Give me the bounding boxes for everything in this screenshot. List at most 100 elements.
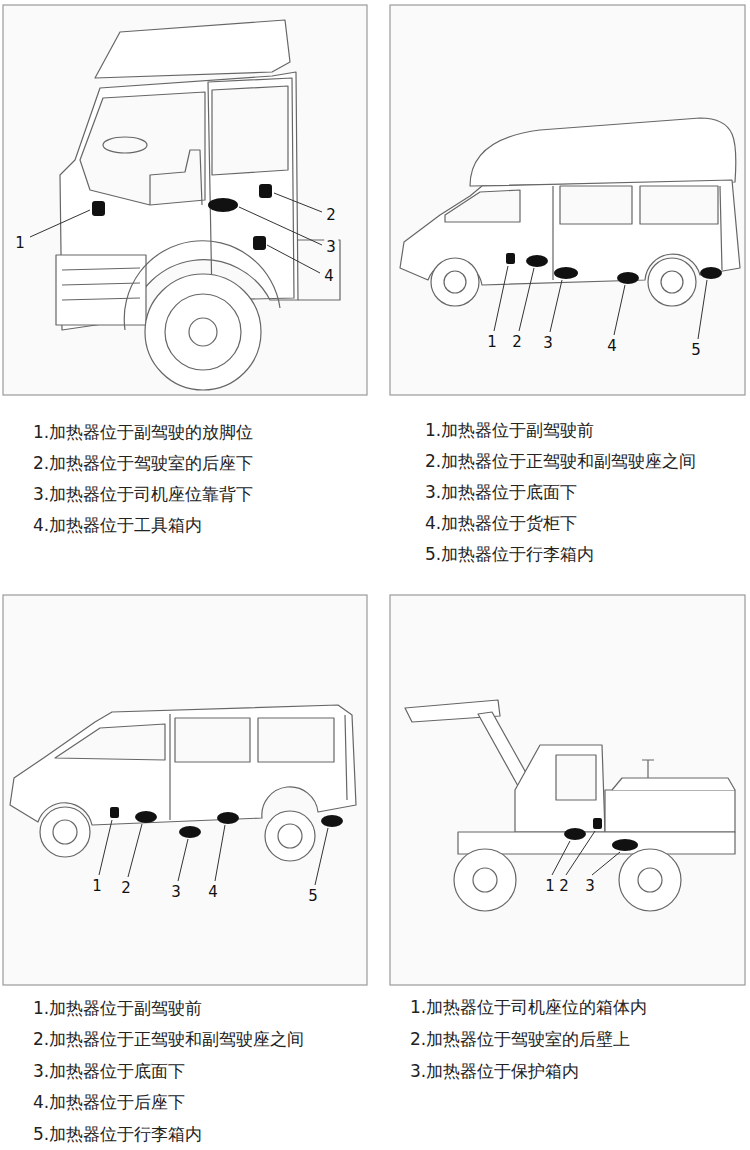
heater-marker [92, 201, 105, 216]
callout-number: 1 [543, 877, 557, 895]
chassis [458, 832, 735, 854]
callout-number: 1 [485, 333, 499, 351]
heater-markers [564, 818, 638, 851]
engine-box [605, 790, 735, 832]
legend-line: 1.加热器位于副驾驶的放脚位 [33, 422, 253, 442]
hub [444, 271, 466, 293]
boom-arm [478, 712, 530, 786]
leader-lines [30, 193, 707, 885]
leader-line [552, 841, 570, 875]
legend-line: 4.加热器位于工具箱内 [33, 515, 202, 535]
front-window [445, 190, 520, 222]
side-window [640, 186, 718, 224]
leader-line [178, 839, 188, 881]
leader-line [267, 245, 320, 273]
heater-marker [554, 267, 578, 279]
heater-marker [217, 812, 239, 824]
legend-line: 2.加热器位于驾驶室的后壁上 [410, 1029, 630, 1049]
legend-line: 1.加热器位于司机座位的箱体内 [410, 997, 647, 1017]
cab [515, 745, 605, 832]
callout-number: 1 [13, 234, 27, 252]
heater-marker [259, 184, 272, 198]
leader-line [566, 831, 595, 875]
roof-fairing [95, 20, 290, 78]
wheel [40, 807, 90, 857]
side-window [560, 186, 632, 224]
wheel [648, 258, 696, 306]
callout-number: 3 [169, 883, 183, 901]
steering-wheel [103, 137, 147, 153]
leader-line [494, 266, 508, 331]
legend-line: 3.加热器位于底面下 [425, 482, 577, 502]
leader-line [315, 828, 328, 885]
wheel [145, 274, 261, 390]
panel-frames [3, 5, 745, 985]
callout-number: 4 [322, 267, 336, 285]
front-window [55, 724, 165, 760]
heater-marker [612, 839, 638, 851]
heater-markers [92, 184, 272, 250]
leader-line [30, 210, 90, 237]
leader-line [99, 820, 112, 875]
heater-markers [506, 253, 722, 284]
legend-line: 2.加热器位于正驾驶和副驾驶座之间 [33, 1029, 304, 1049]
callout-number: 4 [206, 883, 220, 901]
panel-frame [390, 595, 745, 985]
callout-number: 3 [583, 877, 597, 895]
leader-line [614, 285, 625, 335]
legend-line: 3.加热器位于保护箱内 [410, 1061, 579, 1081]
hub [189, 318, 217, 346]
leader-line [698, 280, 707, 339]
panel-frame [3, 5, 367, 395]
heater-marker [617, 272, 639, 284]
callout-number: 3 [324, 238, 338, 256]
bumper [56, 255, 146, 325]
camper-van-drawing [400, 118, 740, 306]
heater-marker [564, 828, 586, 840]
heater-marker [526, 255, 548, 267]
wheel [431, 258, 479, 306]
callout-number: 1 [90, 877, 104, 895]
heater-marker [135, 811, 157, 823]
hub [661, 271, 683, 293]
panel-frame [390, 5, 745, 395]
door [208, 78, 294, 300]
hood [612, 778, 735, 790]
callout-number: 5 [306, 887, 320, 905]
rim [165, 294, 241, 370]
heater-markers [110, 807, 343, 838]
heater-marker [208, 198, 238, 212]
leader-line [128, 824, 142, 877]
wheel [619, 849, 681, 911]
wheel [454, 849, 516, 911]
high-roof [470, 118, 736, 186]
hub [278, 824, 302, 848]
door-line [170, 714, 347, 820]
heater-marker [700, 267, 722, 279]
legend-line: 4.加热器位于后座下 [33, 1092, 185, 1112]
leader-line [274, 193, 322, 212]
callout-number: 2 [324, 206, 338, 224]
door-window [212, 86, 288, 175]
legend-line: 4.加热器位于货柜下 [425, 513, 577, 533]
legend-line: 3.加热器位于司机座位靠背下 [33, 484, 253, 504]
heater-marker [321, 815, 343, 827]
legend-line: 1.加热器位于副驾驶前 [33, 998, 202, 1018]
side-window [258, 718, 334, 762]
panel-frame [3, 595, 367, 985]
heater-marker [110, 807, 119, 818]
legend-line: 3.加热器位于底面下 [33, 1061, 185, 1081]
hub [53, 820, 77, 844]
exhaust [642, 760, 654, 778]
legend-line: 5.加热器位于行李箱内 [425, 544, 594, 564]
windshield [80, 92, 205, 205]
leader-line [519, 268, 534, 331]
leader-line [550, 280, 562, 332]
callout-number: 5 [689, 341, 703, 359]
heater-marker [253, 236, 266, 250]
seat [150, 150, 202, 205]
side-window [175, 718, 250, 762]
callout-number: 2 [557, 877, 571, 895]
